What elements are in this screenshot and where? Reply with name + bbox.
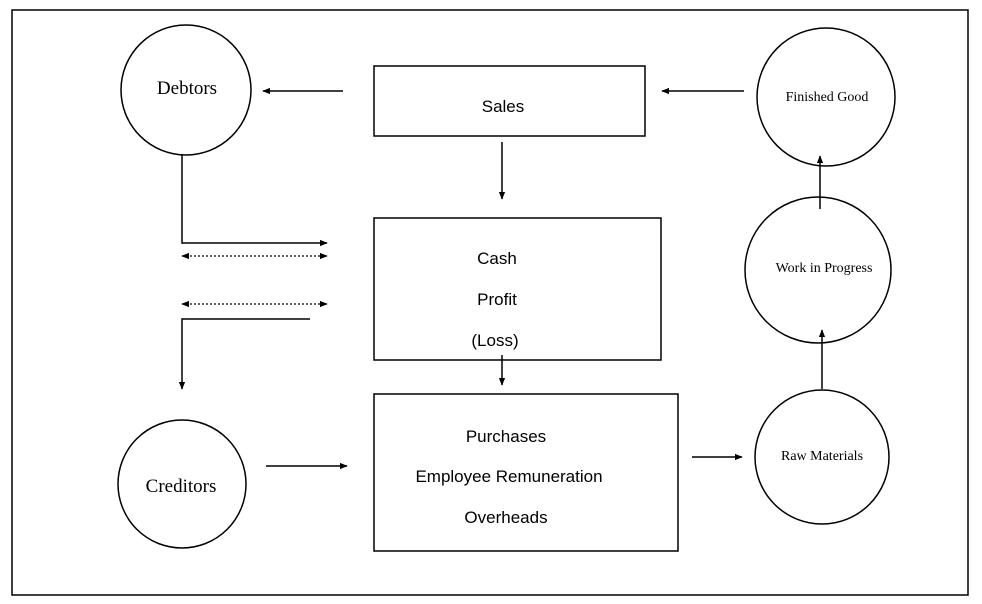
cash-label: Cash (477, 249, 517, 268)
cash-profit-box (373, 217, 662, 361)
sales-label: Sales (481, 97, 525, 116)
arrow-debtors-to-cash (181, 154, 328, 247)
finished-good-label: Finished Good (785, 90, 869, 105)
sales-box (373, 65, 646, 137)
loss-label: (Loss) (471, 331, 519, 350)
outer-frame (11, 9, 969, 596)
work-in-progress-label: Work in Progress (775, 261, 873, 276)
raw-materials-circle (754, 389, 890, 525)
finished-good-circle (756, 27, 896, 167)
purchases-label: Purchases (465, 427, 547, 446)
arrow-cash-to-creditors (178, 318, 310, 390)
work-in-progress-circle (744, 196, 892, 344)
profit-label: Profit (477, 290, 517, 309)
debtors-label: Debtors (156, 78, 218, 99)
expenses-box (373, 393, 679, 552)
overheads-label: Overheads (464, 508, 548, 527)
debtors-circle (120, 24, 252, 156)
raw-materials-label: Raw Materials (780, 449, 864, 464)
employee-remuneration-label: Employee Remuneration (415, 467, 603, 486)
creditors-circle (117, 419, 247, 549)
creditors-label: Creditors (145, 476, 217, 497)
